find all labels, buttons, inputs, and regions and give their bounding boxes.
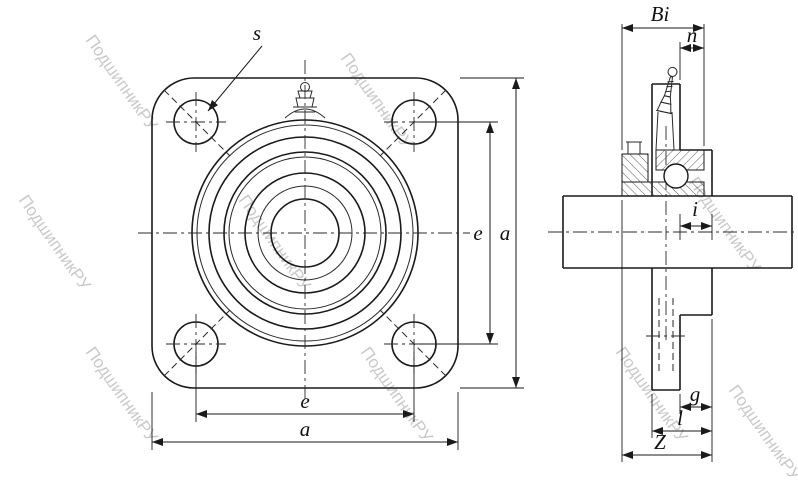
- dimension-a-vertical: a: [460, 77, 524, 389]
- dimension-Bi: Bi: [621, 2, 705, 150]
- dim-label-Z: Z: [654, 430, 666, 454]
- dimension-l: l: [651, 394, 712, 438]
- dimension-g: g: [679, 319, 713, 462]
- side-view: Bi n i g l: [548, 2, 796, 462]
- corner-fillet-hidden-lines: [163, 89, 447, 377]
- dimension-n: n: [679, 23, 704, 80]
- locking-collar-section: [621, 153, 649, 183]
- front-view: s e a e a: [138, 21, 524, 450]
- dimension-a-horizontal: a: [151, 392, 459, 450]
- front-centerlines: [138, 60, 470, 404]
- dim-label-s: s: [253, 21, 261, 45]
- dimension-e-vertical: e: [420, 121, 498, 345]
- dim-label-g: g: [690, 382, 701, 406]
- dim-label-a-horizontal: a: [300, 417, 311, 441]
- grease-fitting-side-icon: [655, 66, 678, 151]
- dimension-s: s: [207, 21, 263, 112]
- dim-label-l: l: [677, 406, 683, 430]
- set-screw: [626, 141, 642, 154]
- flange-plate-section: [646, 83, 686, 391]
- inner-ring-section: [621, 181, 705, 197]
- dim-label-Bi: Bi: [651, 2, 670, 26]
- bearing-section: [621, 141, 705, 197]
- dim-label-i: i: [692, 197, 698, 221]
- bolt-hole-top-left: [166, 92, 226, 152]
- grease-fitting-front-icon: [284, 82, 326, 119]
- ball-element: [663, 163, 689, 189]
- dim-label-a-vertical: a: [500, 221, 511, 245]
- dim-label-e-horizontal: e: [300, 389, 309, 413]
- dim-label-e-vertical: e: [473, 221, 482, 245]
- dimension-Z: Z: [621, 200, 712, 462]
- dimension-i: i: [679, 197, 713, 240]
- dim-label-n: n: [687, 23, 698, 47]
- dimension-e-horizontal: e: [195, 352, 415, 422]
